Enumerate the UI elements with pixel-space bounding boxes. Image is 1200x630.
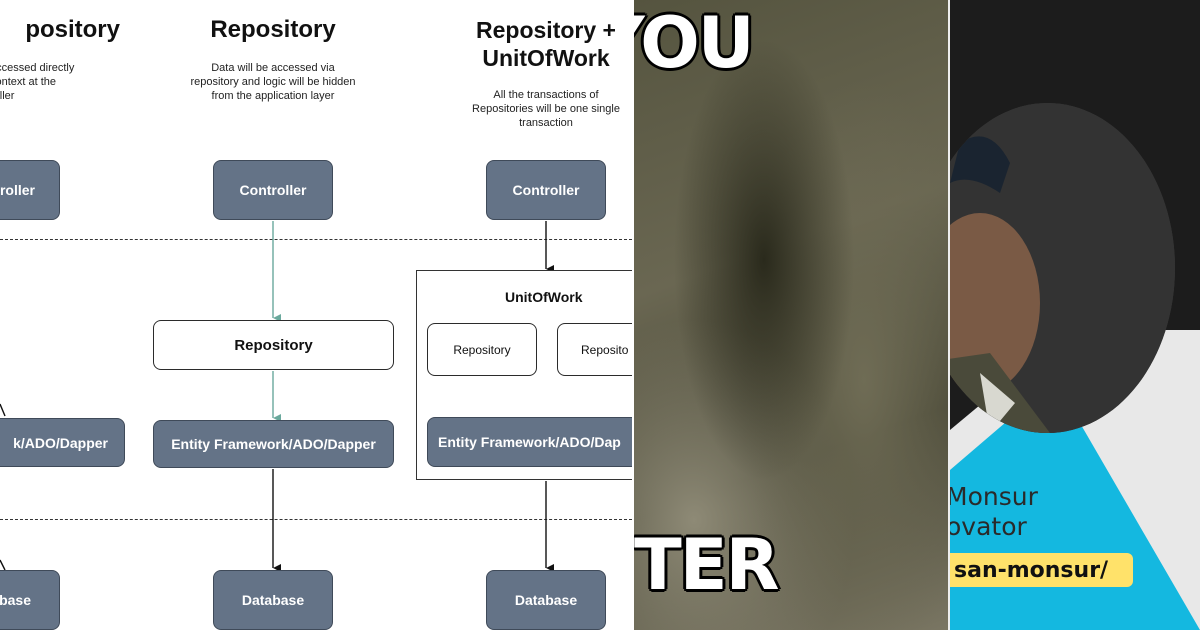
arrow-col1-to-orm: [0, 403, 6, 417]
flow-arrows: [0, 221, 554, 572]
meme-bottom-text: TER: [634, 524, 779, 606]
profile-url: san-monsur/: [954, 557, 1109, 583]
column1-controller-box: roller: [0, 160, 60, 220]
column1-title: pository: [25, 16, 120, 43]
unitofwork-repository-box-2: Reposito: [557, 323, 632, 376]
column1-database-box: base: [0, 570, 60, 630]
column2-orm-box: Entity Framework/ADO/Dapper: [153, 420, 394, 468]
profile-panel: Monsur ovator san-monsur/: [950, 0, 1200, 630]
profile-name: Monsur: [950, 482, 1038, 511]
unitofwork-repository-box-1: Repository: [427, 323, 537, 376]
column3-database-box: Database: [486, 570, 606, 630]
column1-orm-box: k/ADO/Dapper: [0, 418, 125, 467]
profile-url-pill[interactable]: san-monsur/: [950, 553, 1133, 587]
meme-panel: YOU TER: [634, 0, 948, 630]
column2-database-box: Database: [213, 570, 333, 630]
unitofwork-frame: UnitOfWork Repository Reposito Entity Fr…: [416, 270, 632, 480]
column2-description: Data will be accessed via repository and…: [190, 62, 356, 102]
column2-title: Repository: [210, 16, 336, 43]
arrow-col1-to-db: [0, 559, 6, 571]
panel-divider-left: [632, 0, 634, 630]
column3-controller-box: Controller: [486, 160, 606, 220]
column3-description: All the transactions of Repositories wil…: [472, 89, 620, 129]
column3-title: Repository + UnitOfWork: [476, 17, 616, 71]
unitofwork-orm-box: Entity Framework/ADO/Dap: [427, 417, 632, 467]
column2-controller-box: Controller: [213, 160, 333, 220]
architecture-diagram: pository accessed directly context at th…: [0, 16, 632, 630]
column1-description: accessed directly context at the roller: [0, 62, 75, 102]
meme-top-text: YOU: [634, 2, 755, 84]
layer-separator-top: [0, 239, 632, 240]
unitofwork-label: UnitOfWork: [505, 289, 583, 305]
column2-repository-box: Repository: [153, 320, 394, 370]
layer-separator-bottom: [0, 519, 632, 520]
profile-role: ovator: [950, 512, 1027, 541]
